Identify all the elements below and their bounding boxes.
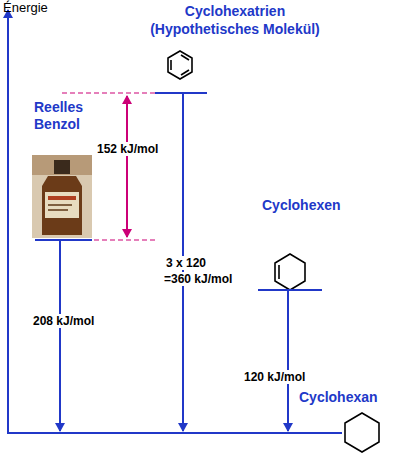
benzene-bottle-photo <box>32 155 92 238</box>
energy-value: 152 kJ/mol <box>96 142 159 156</box>
benzene-kekule-symbol <box>168 51 192 79</box>
energy-value: 3 x 120 <box>165 256 207 270</box>
molecule-note: (Hypothetisches Molekül) <box>142 21 328 38</box>
level-line <box>258 289 322 291</box>
molecule-name: Reelles Benzol <box>34 99 96 133</box>
level-line <box>35 239 92 241</box>
level-line <box>155 92 207 94</box>
energy-value: =360 kJ/mol <box>163 272 233 286</box>
axis-label: Énergie <box>3 0 48 16</box>
energy-value: 120 kJ/mol <box>243 370 306 384</box>
cyclohexene-symbol <box>275 254 305 290</box>
energy-arrow <box>287 291 289 431</box>
energy-value: 208 kJ/mol <box>32 314 95 328</box>
dashed-level <box>62 92 155 93</box>
molecule-name: Cyclohexatrien <box>150 3 320 20</box>
molecule-name: Cyclohexan <box>299 389 378 406</box>
baseline-axis <box>7 432 342 434</box>
energy-arrow <box>59 241 61 431</box>
molecule-name: Cyclohexen <box>262 197 341 214</box>
difference-arrow <box>126 96 128 237</box>
cyclohexane-symbol <box>345 413 379 452</box>
energy-axis <box>7 10 9 434</box>
